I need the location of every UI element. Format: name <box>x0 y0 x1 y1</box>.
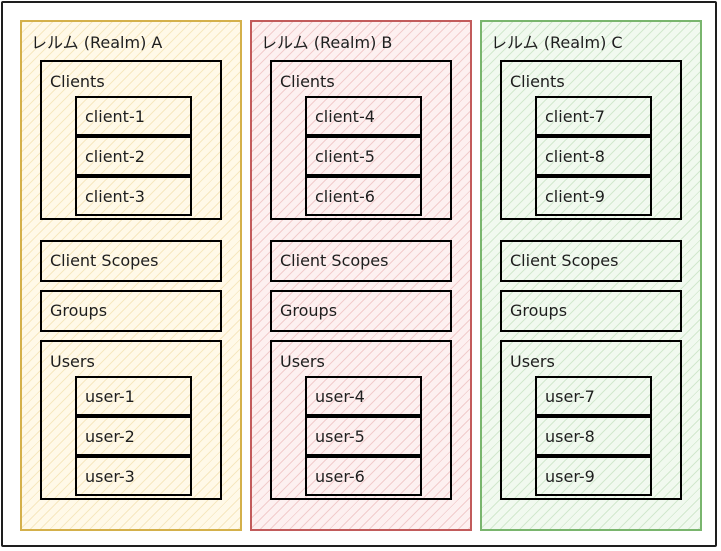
client-name: client-7 <box>545 107 605 126</box>
users-section: Users user-7 user-8 user-9 <box>500 340 682 500</box>
realm-title: レルム (Realm) C <box>491 33 623 52</box>
users-label: Users <box>510 352 555 371</box>
users-label: Users <box>280 352 325 371</box>
groups-label: Groups <box>50 301 108 320</box>
client-scopes-label: Client Scopes <box>280 251 389 270</box>
user-name: user-2 <box>85 427 135 446</box>
client-scopes-box: Client Scopes <box>270 240 452 282</box>
user-item: user-8 <box>535 416 652 456</box>
client-item: client-8 <box>535 136 652 176</box>
users-label: Users <box>50 352 95 371</box>
client-scopes-box: Client Scopes <box>40 240 222 282</box>
client-name: client-4 <box>315 107 375 126</box>
client-item: client-1 <box>75 96 192 136</box>
client-name: client-3 <box>85 187 145 206</box>
client-item: client-2 <box>75 136 192 176</box>
user-name: user-5 <box>315 427 365 446</box>
client-name: client-5 <box>315 147 375 166</box>
user-name: user-3 <box>85 467 135 486</box>
user-name: user-7 <box>545 387 595 406</box>
client-name: client-1 <box>85 107 145 126</box>
user-item: user-5 <box>305 416 422 456</box>
user-item: user-2 <box>75 416 192 456</box>
realm-title: レルム (Realm) A <box>31 33 163 52</box>
client-name: client-2 <box>85 147 145 166</box>
client-item: client-9 <box>535 176 652 216</box>
client-name: client-6 <box>315 187 375 206</box>
groups-label: Groups <box>510 301 568 320</box>
clients-label: Clients <box>280 72 335 91</box>
users-section: Users user-4 user-5 user-6 <box>270 340 452 500</box>
user-item: user-7 <box>535 376 652 416</box>
client-scopes-label: Client Scopes <box>50 251 159 270</box>
client-item: client-5 <box>305 136 422 176</box>
client-scopes-box: Client Scopes <box>500 240 682 282</box>
client-name: client-9 <box>545 187 605 206</box>
clients-label: Clients <box>510 72 565 91</box>
user-name: user-9 <box>545 467 595 486</box>
client-item: client-4 <box>305 96 422 136</box>
user-item: user-3 <box>75 456 192 496</box>
clients-label: Clients <box>50 72 105 91</box>
client-name: client-8 <box>545 147 605 166</box>
groups-label: Groups <box>280 301 338 320</box>
users-section: Users user-1 user-2 user-3 <box>40 340 222 500</box>
realm-b: レルム (Realm) B Clients client-4 client-5 … <box>250 20 472 531</box>
clients-section: Clients client-1 client-2 client-3 <box>40 60 222 220</box>
user-item: user-4 <box>305 376 422 416</box>
client-scopes-label: Client Scopes <box>510 251 619 270</box>
clients-section: Clients client-4 client-5 client-6 <box>270 60 452 220</box>
groups-box: Groups <box>270 290 452 332</box>
user-item: user-1 <box>75 376 192 416</box>
groups-box: Groups <box>500 290 682 332</box>
client-item: client-3 <box>75 176 192 216</box>
user-name: user-6 <box>315 467 365 486</box>
groups-box: Groups <box>40 290 222 332</box>
user-item: user-9 <box>535 456 652 496</box>
realm-a: レルム (Realm) A Clients client-1 client-2 … <box>20 20 242 531</box>
user-name: user-1 <box>85 387 135 406</box>
clients-section: Clients client-7 client-8 client-9 <box>500 60 682 220</box>
realm-c: レルム (Realm) C Clients client-7 client-8 … <box>480 20 702 531</box>
client-item: client-6 <box>305 176 422 216</box>
user-name: user-8 <box>545 427 595 446</box>
user-name: user-4 <box>315 387 365 406</box>
realm-title: レルム (Realm) B <box>261 33 393 52</box>
user-item: user-6 <box>305 456 422 496</box>
client-item: client-7 <box>535 96 652 136</box>
